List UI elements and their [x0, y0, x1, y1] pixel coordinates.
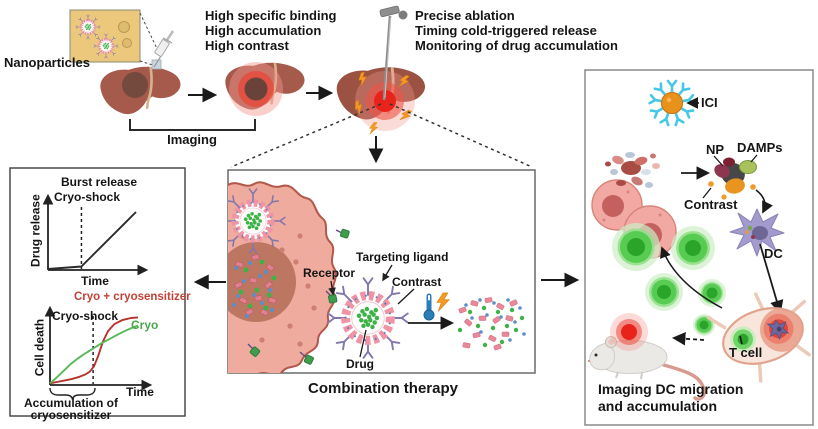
chart2-cell-death [49, 316, 139, 385]
benefit-line: Monitoring of drug accumulation [415, 38, 618, 53]
caption-combination-therapy: Combination therapy [307, 380, 458, 397]
chart2-brace-label-line1: Accumulation of [24, 396, 119, 410]
benefit-line: High contrast [205, 38, 289, 53]
chart1-title: Burst release [60, 175, 138, 189]
cell-debris [605, 152, 660, 188]
step3-benefits: Precise ablation Timing cold-triggered r… [415, 8, 618, 53]
released-payload [457, 297, 526, 351]
label-damps: DAMPs [737, 140, 783, 155]
label-nanoparticles: Nanoparticles [4, 55, 90, 70]
arrow-dc-to-node [759, 243, 784, 314]
receptor-icons [247, 228, 350, 365]
chart2-brace-label-line2: cryosensitizer [30, 408, 112, 422]
arrow-np-to-dc [755, 189, 773, 214]
chart2-xlabel: Time [126, 385, 154, 399]
label-dc: DC [764, 246, 783, 261]
label-contrast-right: Contrast [684, 197, 738, 212]
benefit-line: High specific binding [205, 8, 337, 23]
label-ici: ICI [701, 95, 718, 110]
tcell-cluster [612, 223, 726, 336]
left-panel-box [9, 167, 186, 417]
chart2-cryoshock-annotation: Cryo-shock [52, 309, 119, 323]
cytoplasm-dots [240, 233, 317, 347]
caption-right-line1: Imaging DC migration [598, 381, 744, 397]
step2-benefits: High specific binding High accumulation … [205, 8, 336, 53]
cryoprobe-icon [379, 5, 408, 101]
dc-in-node [766, 319, 790, 340]
right-panel-box [584, 69, 814, 426]
middle-pointer-lines [328, 264, 415, 358]
chart2-series2-label: Cryo [131, 318, 159, 332]
zoom-connectors [230, 103, 533, 168]
caption-right-line2: and accumulation [598, 398, 718, 414]
syringe-icon [153, 30, 175, 68]
arrow-node-to-tcells [660, 246, 723, 309]
chart-series-cryo [49, 324, 139, 385]
benefit-line: High accumulation [205, 23, 322, 38]
benefit-line: Precise ablation [415, 8, 515, 23]
chart1-ylabel: Drug release [28, 194, 43, 267]
middle-panel-box [227, 169, 536, 374]
lymph-node [706, 292, 811, 383]
label-drug: Drug [346, 357, 374, 371]
tcell-pointer-line [739, 335, 743, 345]
accumulation-brace [49, 387, 96, 400]
benefit-line: Timing cold-triggered release [415, 23, 597, 38]
label-contrast-mid: Contrast [392, 275, 442, 289]
chart-series-drug-release [47, 211, 137, 270]
arrow-node-to-mouse [671, 332, 705, 346]
liver-1-injection [99, 30, 182, 116]
label-imaging: Imaging [167, 132, 217, 147]
chart1-cryoshock-annotation: Cryo-shock [54, 190, 121, 204]
chart1-burst-release [47, 207, 137, 270]
thermometer-icon [423, 293, 435, 321]
label-receptor: Receptor [303, 266, 356, 280]
caption-right-panel: Imaging DC migration and accumulation [598, 381, 743, 415]
label-targeting-ligand: Targeting ligand [356, 250, 449, 264]
nanoparticle-inset [69, 9, 162, 67]
chart-series-cryo-cryosensitizer [49, 316, 139, 385]
ici-icon [648, 79, 699, 127]
label-np: NP [706, 142, 725, 157]
mouse-icon [587, 313, 706, 401]
liver-3-cryoablation [335, 5, 427, 136]
chart2-series1-label: Cryo + cryosensitizer [74, 291, 191, 303]
dendritic-cell [729, 208, 785, 257]
chart1-xlabel: Time [81, 274, 109, 288]
imaging-bracket [129, 119, 256, 131]
np-damps-cluster [702, 154, 758, 200]
label-tcell: T cell [729, 345, 763, 360]
chart2-ylabel: Cell death [32, 318, 47, 377]
nucleus-particles [232, 254, 277, 318]
liver-2-accumulation [224, 61, 306, 116]
